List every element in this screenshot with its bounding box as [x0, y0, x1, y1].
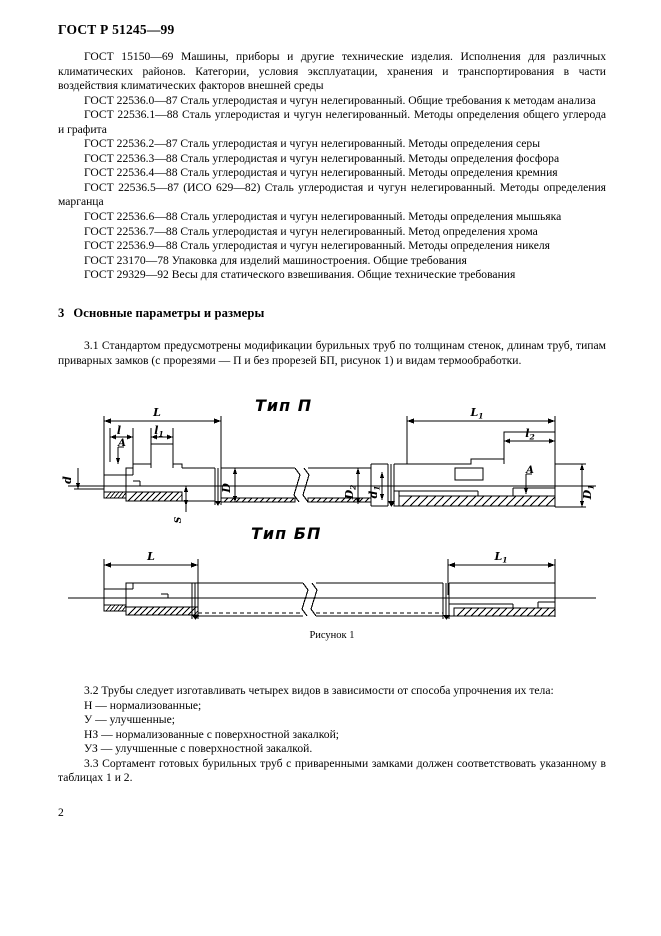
figure-type-bp-title: Тип БП: [251, 524, 322, 543]
figure-1: Тип П: [58, 396, 606, 648]
page-number: 2: [58, 806, 64, 819]
dim-label-L: L: [152, 406, 161, 419]
reference-item: ГОСТ 23170—78 Упаковка для изделий машин…: [84, 253, 467, 267]
pipe-type-item: УЗ — улучшенные с поверхностной закалкой…: [84, 742, 313, 756]
reference-item: ГОСТ 22536.6—88 Сталь углеродистая и чуг…: [84, 210, 562, 224]
reference-item: ГОСТ 22536.2—87 Сталь углеродистая и чуг…: [84, 137, 540, 151]
dim-label-d1: d1: [367, 486, 382, 499]
clause-3-1: 3.1 Стандартом предусмотрены модификации…: [58, 339, 606, 367]
reference-item: ГОСТ 22536.5—87 (ИСО 629—82) Сталь углер…: [58, 180, 606, 209]
section-title: Основные параметры и размеры: [73, 306, 265, 320]
reference-item: ГОСТ 22536.3—88 Сталь углеродистая и чуг…: [84, 151, 560, 165]
running-header: ГОСТ Р 51245—99: [58, 22, 175, 37]
dim-label-D2: D2: [343, 485, 358, 501]
dim-label-S: S: [174, 516, 184, 523]
section-number: 3: [58, 306, 65, 320]
reference-item: ГОСТ 15150—69 Машины, приборы и другие т…: [58, 50, 606, 93]
dim-label-L1: L1: [470, 406, 484, 421]
dim-label-l1: l1: [154, 424, 163, 439]
clause-3-1-block: 3.1 Стандартом предусмотрены модификации…: [58, 339, 606, 368]
dim-label-l2: l2: [525, 427, 534, 442]
pipe-type-item: У — улучшенные;: [84, 713, 175, 727]
clause-3-2: 3.2 Трубы следует изготавливать четырех …: [84, 684, 554, 697]
pipe-type-item: Н — нормализованные;: [84, 698, 202, 712]
reference-item: ГОСТ 22536.4—88 Сталь углеродистая и чуг…: [84, 166, 558, 180]
pipe-type-item: НЗ — нормализованные с поверхностной зак…: [84, 727, 339, 741]
figure-caption: Рисунок 1: [309, 630, 355, 641]
dim-label-l: l: [117, 424, 121, 437]
reference-item: ГОСТ 22536.1—88 Сталь углеродистая и чуг…: [58, 108, 606, 136]
dim-label-D: D: [220, 483, 233, 494]
section-heading: 3 Основные параметры и размеры: [58, 306, 264, 321]
reference-item: ГОСТ 22536.0—87 Сталь углеродистая и чуг…: [84, 93, 596, 107]
dim-label-L-bp: L: [146, 551, 155, 563]
reference-item: ГОСТ 22536.9—88 Сталь углеродистая и чуг…: [84, 239, 550, 253]
dim-label-D1: D1: [581, 485, 596, 501]
clause-3-2-block: 3.2 Трубы следует изготавливать четырех …: [58, 684, 606, 786]
reference-item: ГОСТ 29329—92 Весы для статического взве…: [84, 268, 516, 282]
dim-label-A-right: A: [525, 465, 534, 476]
dim-label-L1-bp: L1: [494, 551, 508, 565]
figure-type-p-title: Тип П: [255, 396, 313, 415]
reference-item: ГОСТ 22536.7—88 Сталь углеродистая и чуг…: [84, 224, 538, 238]
dim-label-d: d: [61, 476, 74, 484]
standards-reference-list: ГОСТ 15150—69 Машины, приборы и другие т…: [58, 50, 606, 283]
clause-3-3: 3.3 Сортамент готовых бурильных труб с п…: [58, 756, 606, 785]
drill-pipe-type-bp-drawing: L L1: [68, 551, 596, 620]
drill-pipe-type-p-drawing: L l l1 A L1 l2 A d D S D2 d1 D1: [61, 406, 596, 523]
dim-label-A-left: A: [117, 438, 126, 449]
